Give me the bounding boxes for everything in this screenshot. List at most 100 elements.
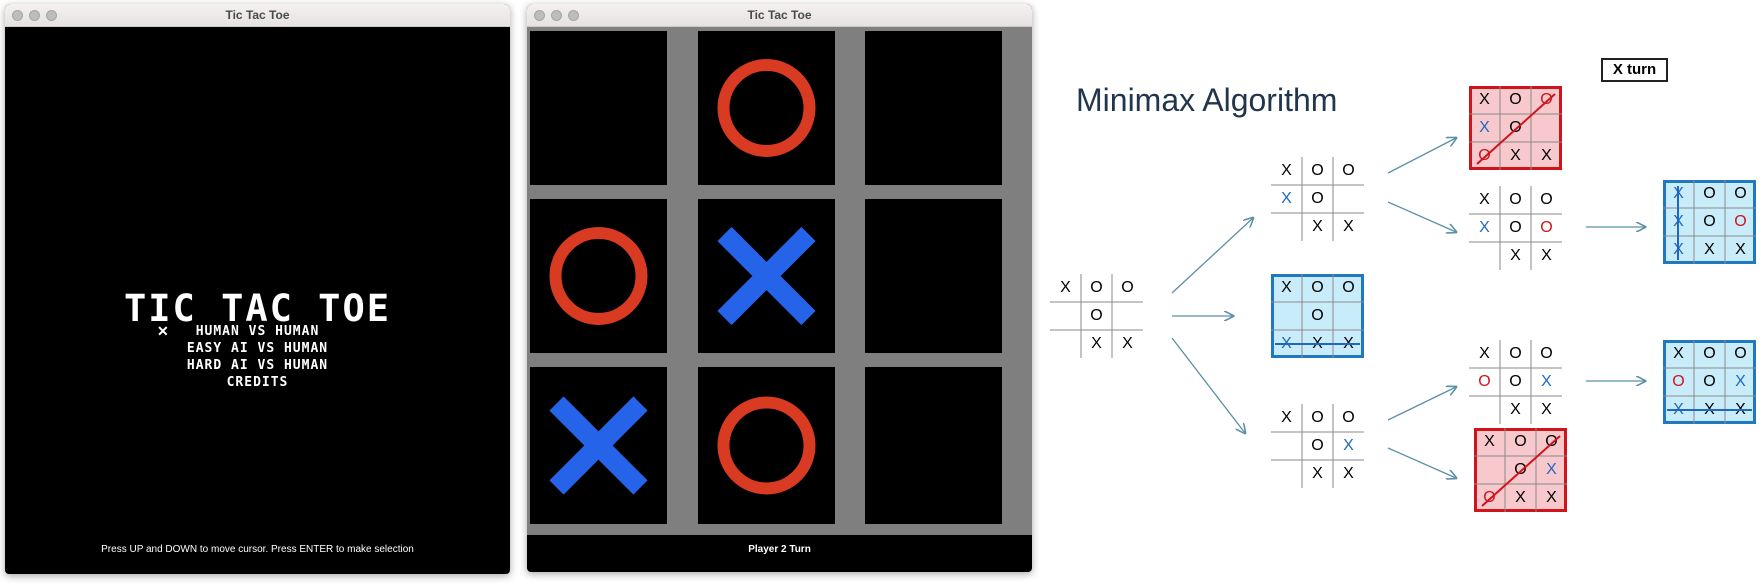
zoom-window-button[interactable] [568,10,579,21]
cell-1-2: O [1311,279,1324,296]
board-cell-1[interactable] [530,31,667,185]
win-line [1667,409,1752,411]
cell-2-3: X [1546,461,1557,478]
cell-1-1: X [1673,345,1684,362]
game-board [527,27,1032,535]
cell-2-1: O [1672,373,1685,390]
menu-window-titlebar[interactable]: Tic Tac Toe [5,4,510,27]
board-grid-lines [1271,404,1364,488]
menu-cursor-icon: ✕ [157,323,169,339]
menu-option-credits[interactable]: CREDITS [226,375,289,390]
cell-3-3: X [1541,147,1552,164]
cell-1-1: X [1479,345,1490,362]
cell-3-3: X [1546,489,1557,506]
board-grid-lines [1050,274,1143,358]
arrow-root-to-c [1171,337,1245,433]
x-mark-icon [717,226,816,326]
cell-1-3: O [1734,185,1747,202]
window-title: Tic Tac Toe [747,8,812,22]
board-cell-6[interactable] [865,199,1002,353]
cell-3-3: X [1735,241,1746,258]
menu-option-human-vs-human[interactable]: HUMAN VS HUMAN [195,324,320,339]
o-mark-icon [717,396,816,495]
turn-label: X turn [1601,58,1668,82]
cell-3-2: X [1091,335,1102,352]
board-cell-5[interactable] [698,199,835,353]
zoom-window-button[interactable] [46,10,57,21]
cell-1-1: X [1060,279,1071,296]
board-cell-2[interactable] [698,31,835,185]
win-line [1275,343,1360,345]
board-grid-lines [1469,186,1562,270]
diagram-title: Minimax Algorithm [1076,82,1338,118]
cell-1-3: O [1342,162,1355,179]
cell-3-3: X [1122,335,1133,352]
close-window-button[interactable] [534,10,545,21]
cell-2-2: O [1311,190,1324,207]
cell-2-1: X [1479,219,1490,236]
minimize-window-button[interactable] [551,10,562,21]
cell-1-2: O [1509,345,1522,362]
close-window-button[interactable] [12,10,23,21]
cell-1-2: O [1514,433,1527,450]
cell-3-1 [1469,396,1500,424]
cell-1-1: X [1479,91,1490,108]
cell-2-3: O [1540,219,1553,236]
menu-option-hard-ai[interactable]: HARD AI VS HUMAN [186,358,329,373]
cell-3-1 [1469,242,1500,270]
cell-2-2: O [1311,437,1324,454]
cell-3-3: X [1541,247,1552,264]
cell-3-1 [1050,330,1081,358]
cell-2-1 [1050,302,1081,330]
cell-1-3: O [1540,191,1553,208]
game-window-titlebar[interactable]: Tic Tac Toe [527,4,1032,27]
board-grid-lines [1474,428,1567,512]
cell-1-2: O [1703,345,1716,362]
cell-2-2: O [1509,373,1522,390]
cell-3-2: X [1312,465,1323,482]
cell-1-2: O [1703,185,1716,202]
x-mark-icon [549,396,648,495]
cell-1-1: X [1281,409,1292,426]
board-cell-8[interactable] [698,367,835,524]
game-window: Tic Tac Toe Player 2 Turn [527,4,1032,572]
board-cell-9[interactable] [865,367,1002,524]
cell-2-3: O [1734,213,1747,230]
o-mark-icon [717,59,816,157]
win-line [1677,186,1679,260]
cell-3-3: X [1541,401,1552,418]
minimize-window-button[interactable] [29,10,40,21]
arrow-a-to-a1 [1387,138,1456,174]
cell-3-1 [1271,460,1302,488]
cell-2-2: O [1509,219,1522,236]
board-cell-7[interactable] [530,367,667,524]
cell-3-3: X [1343,218,1354,235]
cell-3-2: X [1510,401,1521,418]
cell-1-2: O [1311,409,1324,426]
cell-2-3: X [1541,373,1552,390]
board-cell-4[interactable] [530,199,667,353]
menu-option-easy-ai[interactable]: EASY AI VS HUMAN [186,341,329,356]
arrow-a-to-a2 [1387,201,1456,232]
cell-1-3: O [1540,345,1553,362]
cell-2-2: O [1090,307,1103,324]
board-cell-3[interactable] [865,31,1002,185]
cell-1-1: X [1281,162,1292,179]
controls-hint: Press UP and DOWN to move cursor. Press … [101,544,414,555]
arrow-root-to-a [1171,218,1253,294]
turn-status: Player 2 Turn [748,544,811,555]
game-title: TIC TAC TOE [123,287,392,330]
cell-3-1 [1271,213,1302,241]
cell-1-2: O [1090,279,1103,296]
cell-1-3: O [1734,345,1747,362]
board-grid-lines [1469,86,1562,170]
